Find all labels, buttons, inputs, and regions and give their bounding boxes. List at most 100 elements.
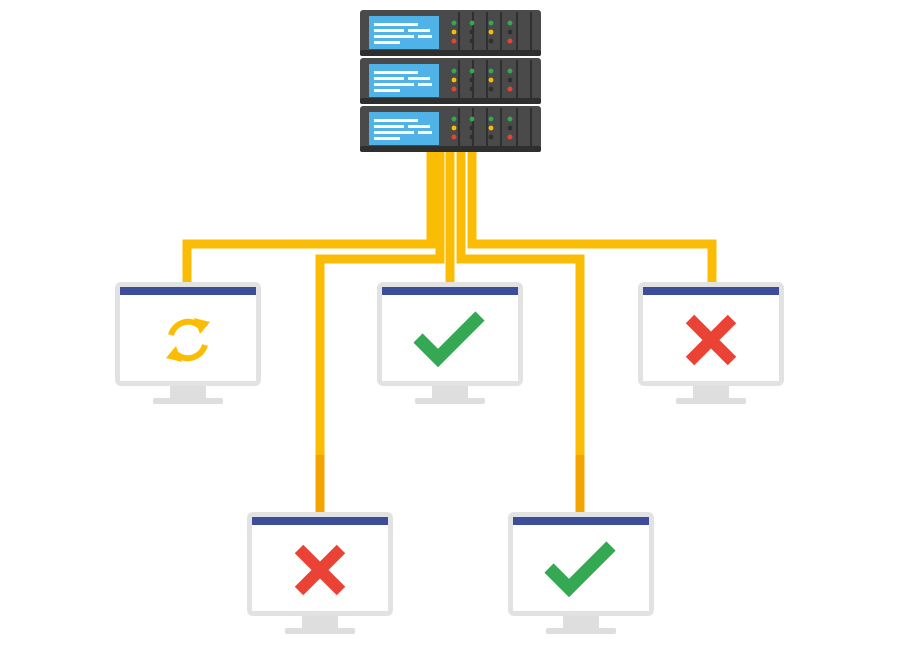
- cross-mark: [685, 314, 737, 366]
- server-bay-divider: [500, 60, 502, 98]
- status-led-red: [488, 38, 494, 44]
- server-bay-divider: [516, 12, 518, 50]
- client-5: [508, 512, 654, 634]
- check-mark: [413, 311, 485, 368]
- server-unit-base: [360, 98, 541, 104]
- status-led-yellow: [507, 77, 513, 83]
- server-screen-line: [374, 29, 404, 32]
- server-bay-divider: [500, 12, 502, 50]
- status-led-yellow: [451, 29, 457, 35]
- monitor-base: [285, 628, 355, 634]
- status-led-yellow: [451, 77, 457, 83]
- server-bay-divider: [530, 12, 532, 50]
- status-led-red: [507, 86, 513, 92]
- status-led-yellow: [488, 125, 494, 131]
- status-led-green: [488, 68, 494, 74]
- cable-to-client-3: [467, 152, 717, 285]
- monitor-screen: [382, 287, 518, 381]
- server-bay-divider: [486, 60, 488, 98]
- server-bay-divider: [458, 108, 460, 146]
- monitor-titlebar: [120, 287, 256, 295]
- server-rack-icon: [360, 10, 541, 152]
- sync-arrow-bottom: [166, 346, 182, 362]
- server-screen-line: [418, 35, 432, 38]
- status-led-red: [451, 134, 457, 140]
- check-icon: [413, 311, 485, 368]
- monitor-screen: [513, 517, 649, 611]
- status-led-red: [488, 134, 494, 140]
- status-led-green: [507, 116, 513, 122]
- server-screen-line: [374, 89, 400, 92]
- monitor-base: [415, 398, 485, 404]
- server-bay-divider: [500, 108, 502, 146]
- server-screen: [369, 112, 439, 145]
- sync-arrow-top: [194, 318, 210, 334]
- monitor-icon: [508, 512, 654, 634]
- server-bay-divider: [458, 60, 460, 98]
- server-bay-divider: [516, 108, 518, 146]
- status-led-red: [507, 38, 513, 44]
- monitor-neck: [563, 616, 599, 628]
- client-4: [247, 512, 393, 634]
- monitor-base: [546, 628, 616, 634]
- status-led-yellow: [507, 125, 513, 131]
- client-2: [377, 282, 523, 404]
- status-led-yellow: [507, 29, 513, 35]
- server-screen-line: [374, 71, 418, 74]
- monitor-neck: [170, 386, 206, 398]
- status-led-yellow: [469, 77, 475, 83]
- monitor-neck: [302, 616, 338, 628]
- server-screen-line: [374, 41, 400, 44]
- status-led-yellow: [469, 29, 475, 35]
- status-led-green: [488, 20, 494, 26]
- server-bay-divider: [530, 108, 532, 146]
- cable-to-client-1: [182, 152, 436, 285]
- status-led-green: [451, 116, 457, 122]
- server-unit: [360, 58, 541, 104]
- status-led-green: [469, 20, 475, 26]
- client-3: [638, 282, 784, 404]
- status-led-green: [469, 116, 475, 122]
- status-led-yellow: [488, 77, 494, 83]
- monitor-base: [676, 398, 746, 404]
- monitor-neck: [432, 386, 468, 398]
- server-screen-line: [374, 119, 418, 122]
- server-screen: [369, 64, 439, 97]
- status-led-red: [451, 86, 457, 92]
- monitor-titlebar: [252, 517, 388, 525]
- status-led-green: [451, 68, 457, 74]
- status-led-red: [488, 86, 494, 92]
- server-screen-line: [418, 131, 432, 134]
- server-screen-line: [374, 137, 400, 140]
- server-screen-line: [374, 77, 404, 80]
- monitor-screen: [120, 287, 256, 381]
- cable-to-client-5: [456, 152, 585, 515]
- status-led-green: [469, 68, 475, 74]
- server-bay-divider: [486, 12, 488, 50]
- monitor-neck: [693, 386, 729, 398]
- monitor-base: [153, 398, 223, 404]
- status-led-green: [507, 20, 513, 26]
- monitor-titlebar: [382, 287, 518, 295]
- status-led-red: [469, 38, 475, 44]
- status-led-green: [507, 68, 513, 74]
- cross-icon: [685, 314, 737, 366]
- server-bay-divider: [458, 12, 460, 50]
- status-led-red: [469, 86, 475, 92]
- server-bay-divider: [516, 60, 518, 98]
- server-screen-line: [374, 131, 414, 134]
- check-icon: [544, 541, 616, 598]
- status-led-yellow: [488, 29, 494, 35]
- server-screen-line: [374, 125, 404, 128]
- cross-icon: [294, 544, 346, 596]
- client-monitors: [115, 282, 784, 634]
- status-led-green: [488, 116, 494, 122]
- server-bay-divider: [486, 108, 488, 146]
- server-screen: [369, 16, 439, 49]
- status-led-red: [451, 38, 457, 44]
- server-bay-divider: [530, 60, 532, 98]
- status-led-yellow: [451, 125, 457, 131]
- server-unit-base: [360, 50, 541, 56]
- server-screen-line: [374, 23, 418, 26]
